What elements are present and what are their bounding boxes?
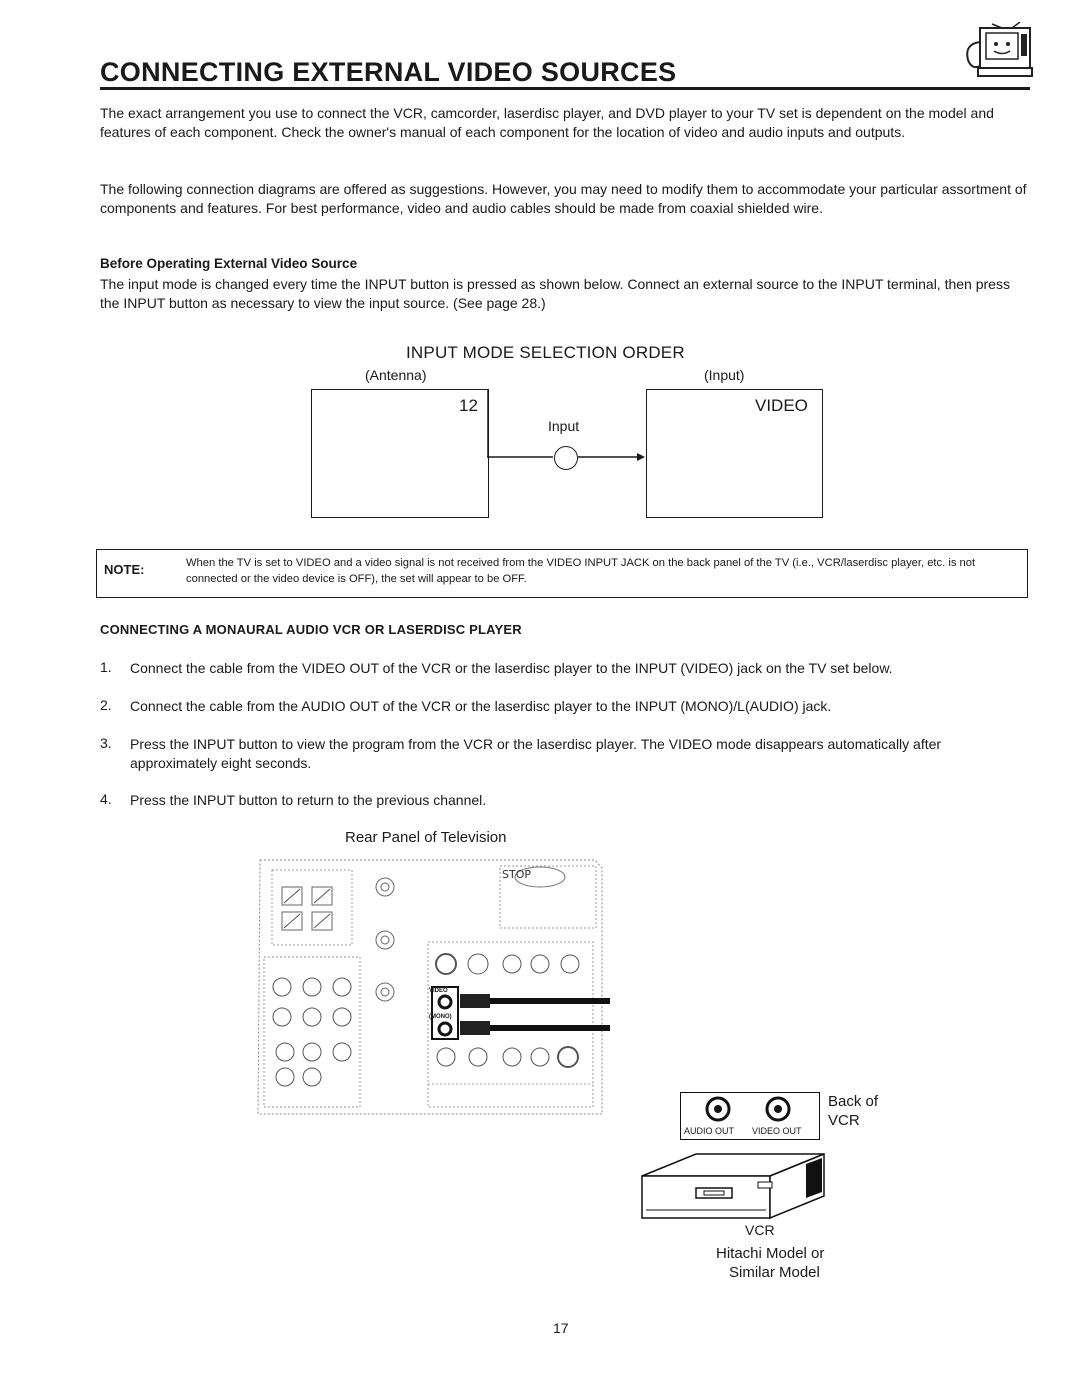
input-button-label: Input: [548, 418, 580, 434]
before-operating-text: The input mode is changed every time the…: [100, 276, 1010, 311]
vcr-output-jacks: [705, 1096, 791, 1122]
title-rule: [100, 87, 1030, 90]
model-line-1: Hitachi Model or: [716, 1245, 825, 1262]
before-operating-heading: Before Operating External Video Source: [100, 256, 358, 271]
input-mode-title: INPUT MODE SELECTION ORDER: [406, 343, 685, 362]
intro-paragraph-2: The following connection diagrams are of…: [100, 181, 1027, 216]
video-out-label: VIDEO OUT: [752, 1126, 802, 1136]
step-text: Press the INPUT button to return to the …: [130, 792, 487, 808]
step-number: 1.: [100, 659, 112, 675]
step-number: 3.: [100, 735, 112, 751]
vcr-back-panel: [680, 1092, 820, 1140]
note-box: [96, 549, 1028, 598]
note-text: When the TV is set to VIDEO and a video …: [186, 557, 976, 585]
page-title: CONNECTING EXTERNAL VIDEO SOURCES: [100, 57, 677, 87]
channel-number: 12: [459, 396, 478, 415]
stop-label: STOP: [502, 868, 531, 881]
step-number: 2.: [100, 697, 112, 713]
audio-out-label: AUDIO OUT: [684, 1126, 735, 1136]
step-text: Connect the cable from the AUDIO OUT of …: [130, 698, 832, 714]
intro-paragraph-1: The exact arrangement you use to connect…: [100, 105, 994, 140]
tv-rear-panel: [257, 859, 610, 1115]
step-text: Connect the cable from the VIDEO OUT of …: [130, 660, 893, 676]
input-button-icon: [554, 446, 578, 470]
input-flow-arrow: [487, 389, 645, 461]
page-number: 17: [553, 1320, 569, 1336]
video-screen: [646, 389, 823, 518]
step-text: Press the INPUT button to view the progr…: [130, 736, 942, 771]
video-screen-label: VIDEO: [755, 396, 808, 415]
antenna-label: (Antenna): [365, 367, 427, 383]
back-of-vcr-line2: VCR: [828, 1112, 860, 1129]
section-heading: CONNECTING A MONAURAL AUDIO VCR OR LASER…: [100, 622, 522, 637]
step-number: 4.: [100, 791, 112, 807]
antenna-screen: [311, 389, 489, 518]
video-jack-label: VIDEO: [429, 988, 448, 994]
model-line-2: Similar Model: [729, 1264, 820, 1281]
tv-mascot-icon: [958, 21, 1034, 82]
mono-jack-label: (MONO): [429, 1014, 452, 1020]
note-label: NOTE:: [104, 562, 145, 577]
vcr-label: VCR: [745, 1222, 775, 1238]
rear-panel-title: Rear Panel of Television: [345, 829, 507, 846]
back-of-vcr-line1: Back of: [828, 1093, 879, 1110]
input-label: (Input): [704, 367, 745, 383]
vcr-illustration: [641, 1152, 825, 1220]
